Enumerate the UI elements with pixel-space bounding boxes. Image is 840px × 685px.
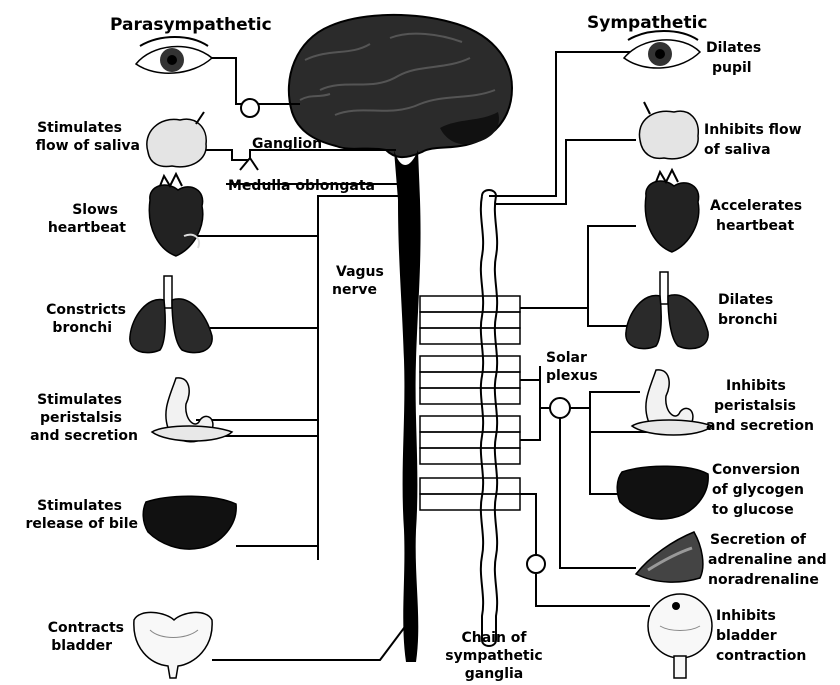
parasympathetic-header: Parasympathetic [110, 15, 272, 35]
lungs-icon [130, 276, 212, 353]
liver-icon [617, 466, 708, 519]
ciliary-ganglion [241, 99, 259, 117]
symp-lungs-label-1: Dilates [718, 292, 773, 308]
para-bladder-label-1: Contracts [48, 620, 124, 636]
symp-stomach-label-3: and secretion [706, 418, 814, 434]
para-heart-label-2: heartbeat [48, 220, 126, 236]
symp-stomach-label-2: peristalsis [714, 398, 796, 414]
para-stomach-label-2: peristalsis [40, 410, 122, 426]
symp-stomach-label-1: Inhibits [726, 378, 786, 394]
heart-icon [149, 174, 202, 256]
para-heart-label-1: Slows [72, 202, 118, 218]
symp-adrenal-label-1: Secretion of [710, 532, 807, 548]
eye-icon [136, 37, 212, 73]
medulla-oblongata-label: Medulla oblongata [228, 178, 375, 194]
symp-pupil-label-1: Dilates [706, 40, 761, 56]
eye-icon [624, 31, 700, 68]
para-saliva-label-1: Stimulates [37, 120, 122, 136]
brain [289, 15, 512, 157]
bladder-icon [134, 612, 212, 678]
para-liver-label-1: Stimulates [37, 498, 122, 514]
symp-adrenal-label-3: noradrenaline [708, 572, 819, 588]
symp-saliva-label-2: of saliva [704, 142, 771, 158]
inferior-mesenteric-ganglion [527, 555, 545, 573]
adrenal-gland-icon [636, 532, 703, 582]
para-stomach-label-1: Stimulates [37, 392, 122, 408]
spinal-nerve-ladder [420, 296, 520, 510]
spinal-cord [394, 150, 421, 662]
heart-icon [645, 170, 698, 252]
symp-saliva-label-1: Inhibits flow [704, 122, 802, 138]
symp-liver-label-2: of glycogen [712, 482, 804, 498]
para-bladder-label-2: bladder [51, 638, 112, 654]
para-liver-label-2: release of bile [25, 516, 138, 532]
stomach-icon [632, 370, 712, 435]
symp-liver-label-1: Conversion [712, 462, 800, 478]
chain-label-3: ganglia [465, 666, 524, 682]
sympathetic-chain [481, 190, 497, 646]
symp-lungs-label-2: bronchi [718, 312, 778, 328]
para-lungs-label-1: Constricts [46, 302, 126, 318]
symp-heart-label-2: heartbeat [716, 218, 794, 234]
solar-plexus-label: plexus [546, 368, 598, 384]
ganglion-label: Ganglion [252, 136, 322, 152]
solar-plexus-ganglion [550, 398, 570, 418]
vagus-nerve-label: nerve [332, 282, 377, 298]
lungs-icon [626, 272, 708, 349]
symp-adrenal-label-2: adrenaline and [708, 552, 827, 568]
stomach-icon [152, 378, 232, 442]
vagus-label: Vagus [336, 264, 384, 280]
symp-heart-label-1: Accelerates [710, 198, 802, 214]
symp-pupil-label-2: pupil [712, 60, 752, 76]
symp-liver-label-3: to glucose [712, 502, 794, 518]
para-stomach-label-3: and secretion [30, 428, 138, 444]
symp-bladder-label-3: contraction [716, 648, 806, 664]
liver-icon [143, 496, 236, 549]
para-saliva-label-2: flow of saliva [36, 138, 140, 154]
solar-label: Solar [546, 350, 587, 366]
bladder-icon [648, 594, 712, 678]
symp-bladder-label-2: bladder [716, 628, 777, 644]
chain-label-2: sympathetic [445, 648, 542, 664]
para-lungs-label-2: bronchi [52, 320, 112, 336]
symp-bladder-label-1: Inhibits [716, 608, 776, 624]
salivary-gland-icon [639, 102, 698, 159]
sympathetic-header: Sympathetic [587, 13, 707, 33]
salivary-gland-icon [147, 112, 206, 167]
chain-label-1: Chain of [461, 630, 527, 646]
